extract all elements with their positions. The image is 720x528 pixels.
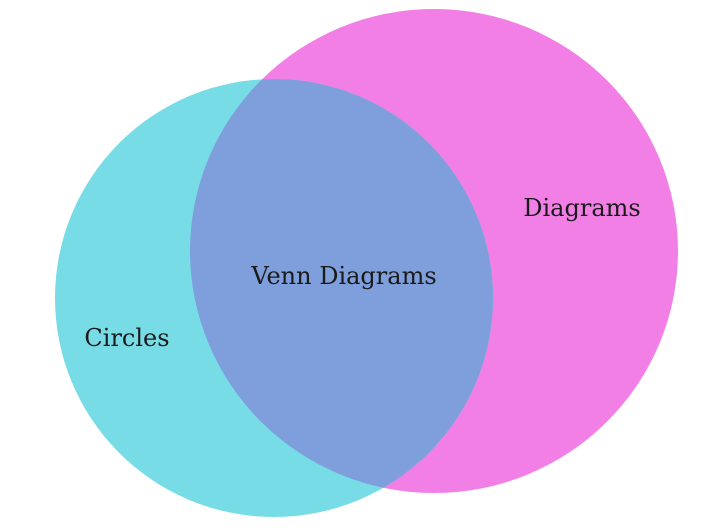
- venn-intersection-region: [190, 79, 493, 493]
- circles-set-label: Circles: [84, 324, 169, 352]
- diagrams-set-label: Diagrams: [523, 194, 640, 222]
- intersection-label: Venn Diagrams: [250, 262, 436, 290]
